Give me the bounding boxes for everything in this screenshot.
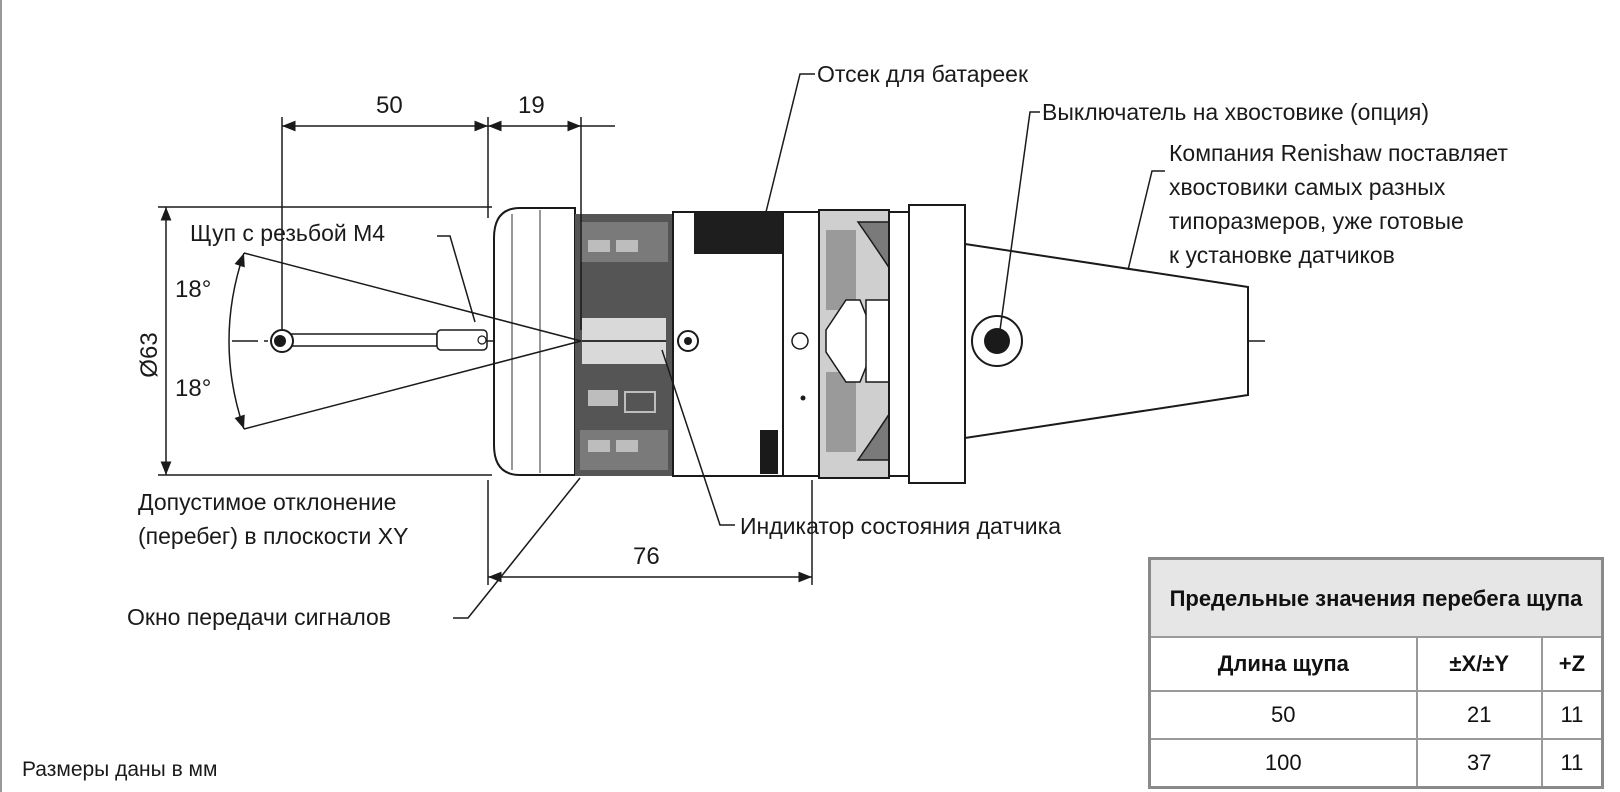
overtravel-limits-table: Предельные значения перебега щупа Длина … bbox=[1148, 557, 1604, 789]
diameter-dimension bbox=[158, 206, 492, 476]
table-header-stylus-length: Длина щупа bbox=[1148, 636, 1418, 692]
callout-overtravel-2: (перебег) в плоскости XY bbox=[138, 523, 409, 549]
table-cell: 37 bbox=[1415, 738, 1543, 789]
probe-main-body bbox=[672, 211, 820, 477]
probe-window-section bbox=[575, 214, 673, 476]
probe-coupling bbox=[818, 204, 966, 484]
probe-front-cap bbox=[493, 207, 576, 476]
overtravel-cone bbox=[228, 252, 582, 430]
table-cell: 11 bbox=[1540, 690, 1604, 740]
leader-lines bbox=[437, 73, 1165, 619]
probe-shank bbox=[964, 242, 1249, 440]
table-title: Предельные значения перебега щупа bbox=[1148, 557, 1604, 638]
dimension-19: 19 bbox=[518, 92, 545, 119]
callout-overtravel-1: Допустимое отклонение bbox=[138, 489, 397, 515]
callout-signal-window: Окно передачи сигналов bbox=[127, 604, 392, 630]
table-cell: 100 bbox=[1148, 738, 1418, 789]
callout-renishaw-note-4: к установке датчиков bbox=[1169, 242, 1395, 268]
bottom-dimension bbox=[487, 480, 813, 585]
angle-upper: 18° bbox=[175, 276, 212, 303]
callout-status-indicator: Индикатор состояния датчика bbox=[740, 513, 1062, 539]
dimension-50: 50 bbox=[376, 92, 403, 119]
page-left-border bbox=[0, 0, 2, 792]
top-dimensions bbox=[281, 117, 615, 330]
table-header-xy: ±X/±Y bbox=[1415, 636, 1543, 692]
table-cell: 21 bbox=[1415, 690, 1543, 740]
callout-renishaw-note-3: типоразмеров, уже готовые bbox=[1169, 208, 1464, 234]
dimension-76: 76 bbox=[633, 543, 660, 570]
stylus bbox=[270, 329, 488, 353]
angle-lower: 18° bbox=[175, 375, 212, 402]
callout-stylus-thread: Щуп с резьбой М4 bbox=[190, 220, 386, 246]
table-row: 100 37 11 bbox=[1148, 738, 1604, 789]
table-cell: 50 bbox=[1148, 690, 1418, 740]
callout-renishaw-note-1: Компания Renishaw поставляет bbox=[1169, 140, 1508, 166]
dimension-diameter: Ø63 bbox=[136, 332, 163, 378]
units-note: Размеры даны в мм bbox=[22, 758, 218, 781]
table-row: 50 21 11 bbox=[1148, 690, 1604, 740]
callout-battery-compartment: Отсек для батареек bbox=[817, 61, 1029, 87]
callout-renishaw-note-2: хвостовики самых разных bbox=[1169, 174, 1446, 200]
table-header-z: +Z bbox=[1540, 636, 1604, 692]
table-cell: 11 bbox=[1540, 738, 1604, 789]
callout-shank-switch: Выключатель на хвостовике (опция) bbox=[1042, 99, 1430, 125]
